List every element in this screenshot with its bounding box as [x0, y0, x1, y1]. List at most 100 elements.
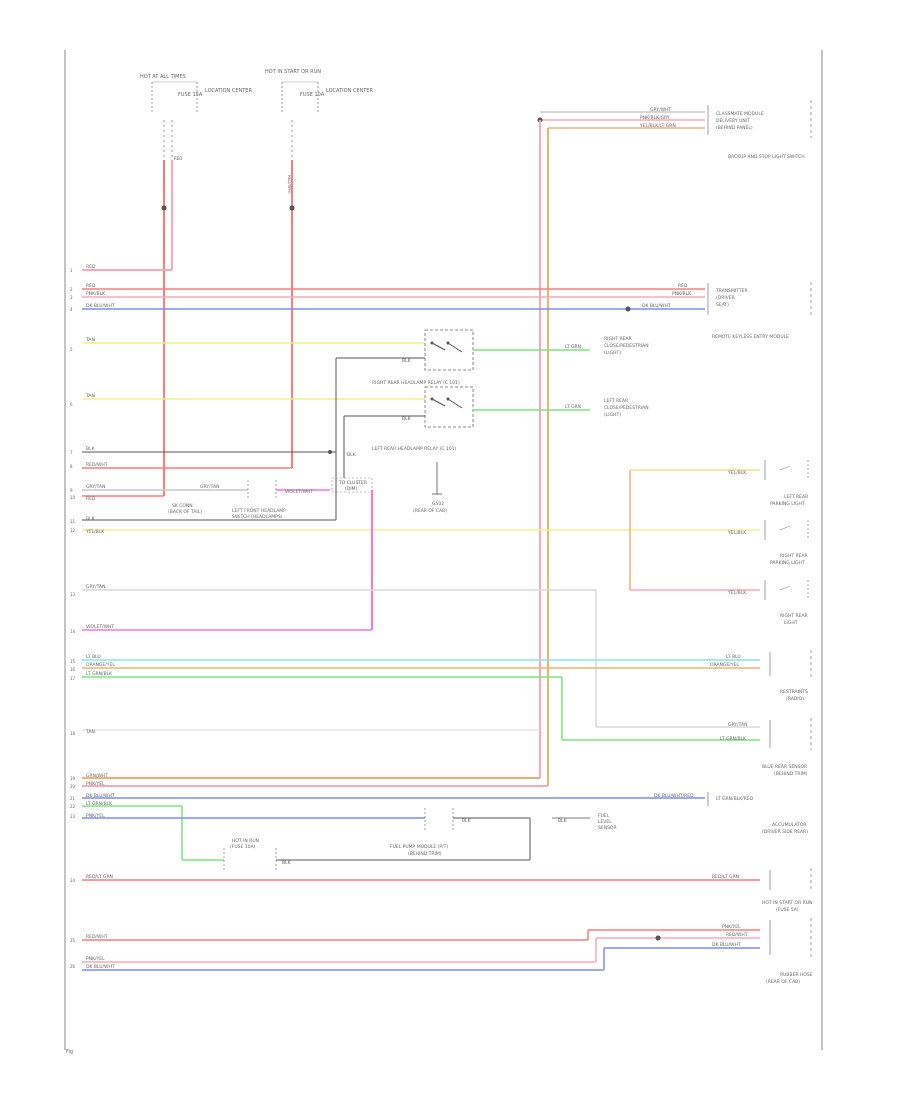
- violet-bottom-right: RED/LT GRN: [712, 874, 739, 880]
- right-lamp-connectors: [764, 460, 809, 600]
- top-switch-left-wire: RED: [174, 156, 182, 161]
- svg-text:7: 7: [70, 450, 73, 455]
- bottom-cap-top-2: (FUSE 5A): [776, 907, 799, 913]
- top-switch-left: HOT AT ALL TIMES FUSE 15A LOCATION CENTE…: [140, 74, 252, 161]
- mid-left-wire-5: BLK: [86, 516, 96, 522]
- right-lamp-cap-3a: RIGHT REAR: [780, 613, 808, 619]
- mid-left-wire-blk-sw: BLK: [347, 452, 357, 458]
- svg-text:9: 9: [70, 488, 73, 493]
- bottom-cap-2: (REAR OF CAB): [766, 979, 800, 985]
- lower-bus-wire2: BLK: [462, 818, 472, 824]
- relay-upper-box: [424, 329, 474, 371]
- svg-text:13: 13: [70, 592, 76, 597]
- relay-upper-title: RIGHT REAR HEADLAMP RELAY (C 101): [372, 380, 460, 386]
- bus-left-label-1: RED: [86, 264, 96, 270]
- mid-left-box-1: SK CONN: [172, 503, 193, 509]
- lower-left-wire-1: GRY/TAN: [86, 584, 105, 590]
- splice-right: [289, 205, 295, 211]
- svg-text:25: 25: [70, 938, 76, 943]
- right-lamp-wire-1: YEL/BLK: [727, 470, 747, 476]
- mid-left-wire-4: RED: [86, 496, 96, 502]
- brake-cap-2: (BEHIND TRIM): [774, 771, 808, 777]
- bus-left-label-3: PNK/BLK: [86, 291, 106, 297]
- rc1-wire-2: PNK/BLK/GRY: [640, 115, 670, 121]
- svg-text:21: 21: [70, 796, 76, 801]
- splice-left: [161, 205, 167, 211]
- bottom-right-2: RED/WHT: [726, 932, 748, 938]
- svg-text:16: 16: [70, 667, 76, 672]
- mid-left-wire-2: RED/WHT: [86, 462, 108, 468]
- relay-lower-wire-out: LT GRN: [565, 404, 581, 410]
- fuel-pump-label-2: (FUSE 10A): [230, 844, 256, 850]
- svg-text:24: 24: [70, 878, 76, 883]
- svg-text:2: 2: [70, 287, 73, 292]
- bottom-right-3: DK BLU/WHT: [712, 942, 741, 948]
- top-switch-right-fuse: FUSE 10A: [300, 92, 325, 98]
- relay-lower-wire-in: TAN: [85, 393, 95, 399]
- lower-bus-4: LT GRN/BLK: [86, 801, 113, 807]
- bus-left-label-2: RED: [86, 283, 96, 289]
- top-switch-left-fuse: FUSE 15A: [178, 92, 203, 98]
- mid-left-violet: VIOLET/WHT: [285, 489, 313, 495]
- svg-text:14: 14: [70, 629, 76, 634]
- mid-left-box-cap-1: LEFT FRONT HEADLAMP: [232, 508, 286, 514]
- top-switch-right-wire: RED/WHT: [287, 175, 292, 195]
- lower-bus-right-text: LT GRN/BLK/RED: [716, 796, 754, 802]
- cluster-cap-2: (RADIO): [786, 696, 804, 702]
- fuel-pump-box-1: FUEL PUMP MODULE (P/T): [390, 844, 448, 850]
- lower-bus-cap-1: ACCUMULATOR: [772, 822, 807, 828]
- lower-bus-tail-3: SENSOR: [598, 825, 617, 831]
- top-switch-right-title: HOT IN START OR RUN: [265, 69, 321, 75]
- rc1-label-2: DELIVERY UNIT: [716, 118, 750, 124]
- relay-lower-box: [424, 386, 474, 428]
- svg-text:22: 22: [70, 804, 76, 809]
- lower-bus-1: GRN/WHT: [86, 773, 108, 779]
- cluster-left-1: LT BLU: [86, 654, 101, 660]
- left-pin-column: 1 2 3 4 5 6 7 8 9 10 11 12 13 14 15 16 1…: [70, 268, 76, 969]
- bus-right-label-3: DK BLU/WHT: [642, 303, 671, 309]
- bottom-left-2: PNK/YEL: [86, 956, 105, 962]
- svg-text:10: 10: [70, 495, 76, 500]
- brake-right-2: LT GRN/BLK: [720, 736, 747, 742]
- right-lamp-cap-1b: PARKING LIGHT: [770, 501, 805, 507]
- bus-right-label-2: PNK/BLK: [672, 291, 692, 297]
- svg-text:8: 8: [70, 464, 73, 469]
- fuel-pump-wire: BLK: [282, 860, 292, 866]
- brake-cap-1: BLUE REAR SENSOR: [762, 764, 807, 770]
- relay-ground-2: (REAR OF CAB): [413, 508, 447, 514]
- lower-bus-tail-2: LEVEL: [598, 819, 612, 825]
- svg-text:1: 1: [70, 268, 73, 273]
- cluster-right-2: ORANGE/YEL: [710, 662, 739, 668]
- lower-left-wire-2: VIOLET/WHT: [86, 624, 114, 630]
- mid-left-violet-box-1: TO CLUSTER: [338, 480, 367, 486]
- lower-bus-tail-1: FUEL: [598, 813, 610, 819]
- lower-bus-cap-2: (DRIVER SIDE REAR): [762, 829, 808, 835]
- bus-caption: REMOTE KEYLESS ENTRY MODULE: [712, 334, 789, 340]
- relay-lower-title: LEFT REAR HEADLAMP RELAY (C 101): [372, 446, 457, 452]
- rc1-label-1: CLASSMATE MODULE: [716, 111, 764, 117]
- cluster-cap-1: RESTRAINTS: [780, 689, 808, 695]
- svg-text:19: 19: [70, 776, 76, 781]
- mid-left-wire-3: GRY/TAN: [86, 484, 105, 490]
- mid-left-box-2: (BACK OF TAIL): [168, 509, 202, 515]
- page-number: Fig: [66, 1049, 73, 1055]
- cluster-right-1: LT BLU: [726, 654, 741, 660]
- rc1-wire-3: YEL/BLK/LT GRN: [639, 123, 676, 129]
- bottom-cap-1: RUBBER HOSE: [780, 972, 813, 978]
- bottom-cap-top-1: HOT IN START OR RUN: [762, 900, 812, 906]
- right-lamp-wire-3: YEL/BLK: [727, 590, 747, 596]
- lower-bus-tail: BLK: [558, 818, 568, 824]
- cluster-left-2: ORANGE/YEL: [86, 662, 115, 668]
- top-switch-right-location: LOCATION CENTER: [326, 88, 373, 94]
- svg-text:18: 18: [70, 731, 76, 736]
- bottom-right-1: PNK/YEL: [722, 924, 741, 930]
- lower-bus-2: PNK/YEL: [86, 781, 105, 787]
- mid-left-wire-6: YEL/BLK: [85, 529, 105, 535]
- relay-upper-cap-1: RIGHT REAR: [604, 336, 632, 342]
- svg-text:20: 20: [70, 784, 76, 789]
- mid-left-wire-1: BLK: [86, 446, 96, 452]
- relay-upper-wire-sw: BLK: [402, 358, 412, 364]
- splice-bus-blue: [625, 306, 631, 312]
- rc1-wire-1: GRY/WHT: [650, 107, 671, 113]
- right-lamp-cap-2b: PARKING LIGHT: [770, 560, 805, 566]
